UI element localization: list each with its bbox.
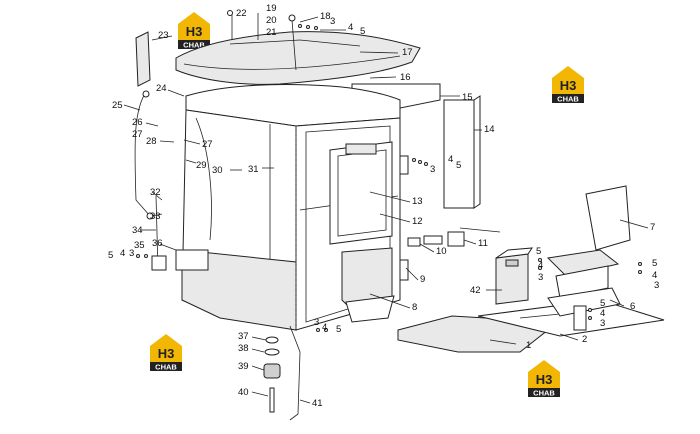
cab-door (329, 141, 393, 245)
callout-c40: 40 (238, 387, 249, 398)
callout-c8: 8 (412, 302, 417, 313)
callout-c24: 24 (156, 83, 167, 94)
logo-bar (528, 388, 560, 397)
callout-c4d: 4 (322, 322, 327, 333)
callout-c30: 30 (212, 165, 223, 176)
callout-c3c: 3 (129, 248, 134, 259)
callout-c9: 9 (420, 274, 425, 285)
callout-labels: 1233333334444444555555567891011121314151… (108, 3, 659, 409)
callout-c5a: 5 (360, 26, 365, 37)
logo-bar (552, 94, 584, 103)
callout-c36: 36 (152, 238, 163, 249)
logo-letters: H3 (186, 24, 203, 39)
callout-c26: 26 (132, 117, 143, 128)
antenna (288, 14, 297, 71)
door-hinge (399, 155, 409, 281)
callout-c23: 23 (158, 30, 169, 41)
callout-c3a: 3 (330, 16, 335, 27)
callout-c4b: 4 (448, 154, 453, 165)
callout-c38: 38 (238, 343, 249, 354)
rear-rail (289, 325, 301, 421)
screw-markers (136, 10, 642, 332)
mirror (135, 31, 151, 87)
logo-word: CHAB (533, 389, 555, 398)
callout-c4e: 4 (652, 270, 657, 281)
logo-letters: H3 (560, 78, 577, 93)
logo-bar (178, 40, 210, 49)
callout-c3b: 3 (430, 164, 435, 175)
logo-letters: H3 (158, 346, 175, 361)
callout-c41: 41 (312, 398, 323, 409)
callout-c4g: 4 (538, 260, 543, 271)
callout-c5d: 5 (336, 324, 341, 335)
callout-c16: 16 (400, 72, 411, 83)
door-lock (407, 231, 465, 247)
logo-word: CHAB (557, 95, 579, 104)
callout-c5e: 5 (652, 258, 657, 269)
callout-c27b: 27 (202, 139, 213, 150)
handrail (134, 90, 154, 220)
callout-c25: 25 (112, 100, 123, 111)
callout-c5f: 5 (600, 298, 605, 309)
callout-c3d: 3 (314, 317, 319, 328)
callout-c4f: 4 (600, 308, 605, 319)
callout-c32: 32 (150, 187, 161, 198)
callout-c17: 17 (402, 47, 413, 58)
callout-c10: 10 (436, 246, 447, 257)
callout-c28: 28 (146, 136, 157, 147)
callout-c18: 18 (320, 11, 331, 22)
callout-c31: 31 (248, 164, 259, 175)
callout-c20: 20 (266, 15, 277, 26)
callout-c35: 35 (134, 240, 145, 251)
front-rail (151, 195, 209, 271)
callout-c11: 11 (478, 238, 488, 249)
callout-c3f: 3 (600, 318, 605, 329)
callout-c14: 14 (484, 124, 495, 135)
mount-bolt (263, 336, 281, 413)
lower-panel (341, 247, 395, 323)
callout-c5c: 5 (108, 250, 113, 261)
callout-c34: 34 (132, 225, 143, 236)
logo-letters: H3 (536, 372, 553, 387)
callout-c22: 22 (236, 8, 247, 19)
callout-c27a: 27 (132, 129, 143, 140)
callout-c4c: 4 (120, 248, 125, 259)
callout-c12: 12 (412, 216, 423, 227)
callout-c3e: 3 (654, 280, 659, 291)
callout-c7: 7 (650, 222, 655, 233)
logo-word: CHAB (183, 41, 205, 50)
roof-panel (175, 31, 421, 85)
callout-c33: 33 (150, 211, 161, 222)
callout-c42: 42 (470, 285, 481, 296)
callout-c2: 2 (582, 334, 587, 345)
logo-word: CHAB (155, 363, 177, 372)
console (495, 247, 533, 305)
callout-c3g: 3 (538, 272, 543, 283)
callout-c39: 39 (238, 361, 249, 372)
callout-c4a: 4 (348, 22, 353, 33)
callout-c1: 1 (526, 340, 531, 351)
callout-c37: 37 (238, 331, 249, 342)
logo-emblem (528, 360, 560, 388)
leader-lines (123, 13, 649, 404)
callout-c5b: 5 (456, 160, 461, 171)
callout-c6: 6 (630, 301, 635, 312)
logo-emblem (552, 66, 584, 94)
logo-bar (150, 362, 182, 371)
callout-c13: 13 (412, 196, 423, 207)
logo-emblem (150, 334, 182, 362)
callout-c5g: 5 (536, 246, 541, 257)
operator-seat (546, 185, 631, 331)
callout-c19: 19 (266, 3, 277, 14)
callout-c21: 21 (266, 27, 277, 38)
logo-emblem (178, 12, 210, 40)
callout-c29: 29 (196, 160, 207, 171)
callout-c15: 15 (462, 92, 473, 103)
